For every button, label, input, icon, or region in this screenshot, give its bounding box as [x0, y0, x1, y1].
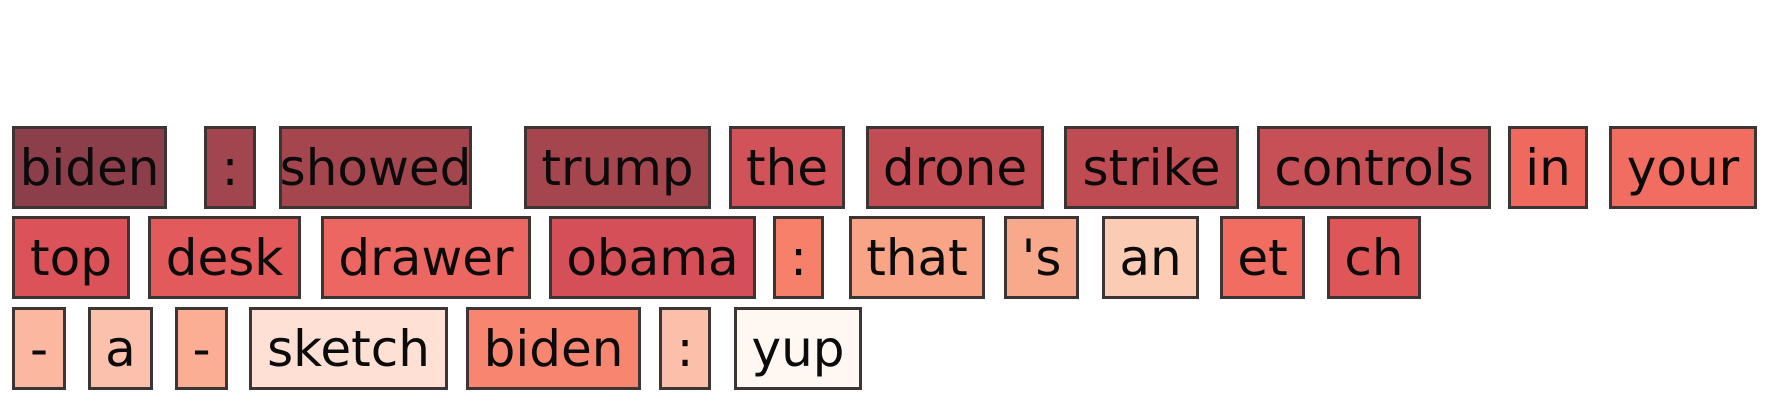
token-box: : — [773, 216, 824, 299]
token-box: : — [659, 307, 711, 390]
token-box: an — [1102, 216, 1199, 299]
token-box: ch — [1327, 216, 1421, 299]
token-box: : — [204, 126, 256, 209]
token-box: biden — [466, 307, 641, 390]
token-box: drawer — [321, 216, 531, 299]
token-box: strike — [1064, 126, 1239, 209]
token-box: obama — [549, 216, 756, 299]
token-box: 's — [1004, 216, 1079, 299]
token-box: controls — [1257, 126, 1491, 209]
token-box: a — [88, 307, 153, 390]
token-box: in — [1508, 126, 1588, 209]
token-box: your — [1609, 126, 1757, 209]
token-box: sketch — [249, 307, 448, 390]
token-box: biden — [12, 126, 167, 209]
token-box: that — [849, 216, 985, 299]
token-box: - — [12, 307, 66, 390]
token-box: top — [12, 216, 130, 299]
token-box: desk — [148, 216, 301, 299]
token-box: - — [175, 307, 228, 390]
token-box: et — [1220, 216, 1305, 299]
token-box: trump — [524, 126, 711, 209]
token-box: drone — [866, 126, 1044, 209]
token-box: the — [729, 126, 845, 209]
token-box: showed — [279, 126, 472, 209]
token-box: yup — [734, 307, 862, 390]
